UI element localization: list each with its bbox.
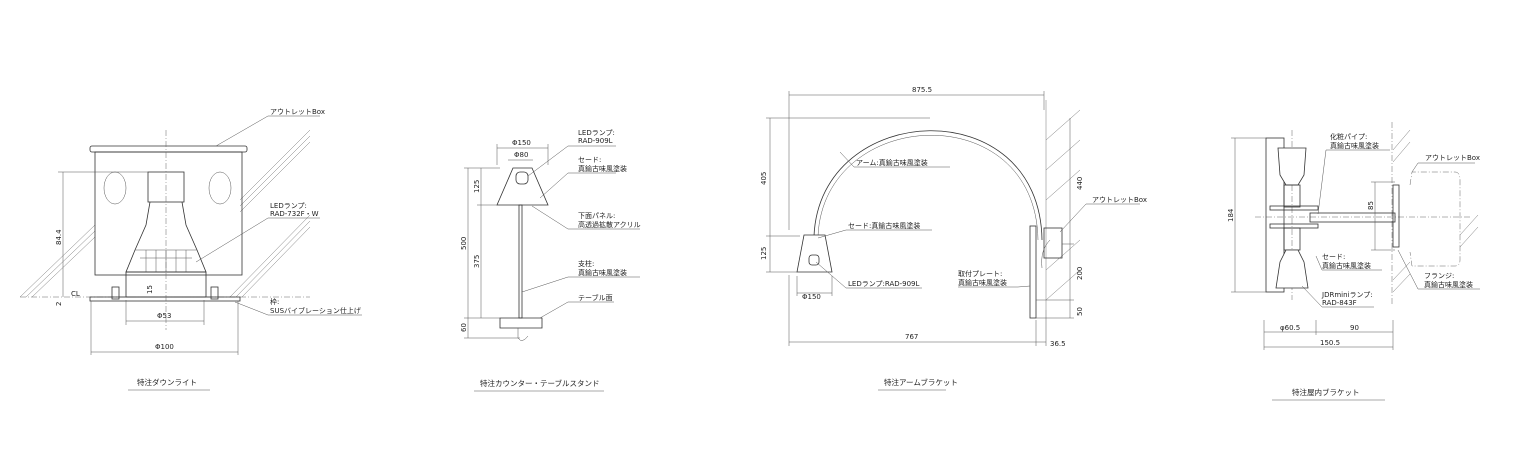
dim-184: 184 [1227,208,1235,222]
pole-finish: 真鍮古味風塗装 [578,268,627,277]
pipe-label: 化粧パイプ: [1330,132,1367,141]
dim-36-5: 36.5 [1050,340,1066,348]
dim-height: 84.4 [55,229,63,245]
dim-200: 200 [1076,267,1084,280]
shade-label: セード:真鍮古味風塗装 [848,221,920,230]
outlet-box-label: アウトレットBox [1092,196,1147,204]
dim-125: 125 [760,247,768,260]
dim-width: 875.5 [912,86,932,94]
table-stand-title: 特注カウンター・テーブルスタンド [480,378,600,388]
pole-label: 支柱: [578,259,594,268]
dim-85: 85 [1367,201,1375,210]
lamp-label: LEDランプ:RAD-909L [848,280,920,288]
dim-15: 15 [146,285,154,294]
dim-125: 125 [473,180,481,193]
dim-60: 60 [460,323,468,332]
downlight-drawing: 84.4 2 CL 15 Φ53 Φ100 アウトレットBox LEDランプ: … [19,108,362,391]
frame-finish: SUSバイブレーション仕上げ [270,306,361,315]
dim-d60-5: φ60.5 [1280,324,1300,332]
table-stand-drawing: 125 500 375 60 Φ150 Φ80 LEDランプ: RAD-909L… [460,129,641,392]
outlet-box-label: アウトレットBox [1425,154,1480,162]
dim-767: 767 [905,333,918,341]
dim-50: 50 [1076,307,1084,316]
panel-material: 高透過拡散アクリル [578,220,641,229]
arm-label: アーム:真鍮古味風塗装 [856,158,928,167]
arm-bracket-drawing: 875.5 405 125 440 200 50 Φ150 767 36.5 ア… [760,86,1147,391]
plate-finish: 真鍮古味風塗装 [958,278,1007,287]
lamp-model: RAD-843F [1322,299,1357,307]
dim-500: 500 [460,237,468,250]
plate-label: 取付プレート: [958,269,1002,278]
arm-bracket-title: 特注アームブラケット [884,377,958,387]
indoor-bracket-title: 特注屋内ブラケット [1292,387,1360,397]
wall-hatching [1045,100,1081,310]
dim-d150: Φ150 [512,139,531,147]
arm-shade [796,234,833,273]
panel-label: 下面パネル: [578,212,615,220]
dim-2: 2 [55,302,63,306]
dim-d150: Φ150 [802,293,821,301]
lamp-label: JDRminiランプ: [1321,291,1373,299]
pipe-finish: 真鍮古味風塗装 [1330,141,1379,150]
decorative-pipe [1309,212,1396,223]
shade-label: セード: [578,156,601,164]
stand-shade [496,167,549,206]
dim-150-5: 150.5 [1320,339,1340,347]
dim-375: 375 [473,255,481,268]
shade-finish: 真鍮古味風塗装 [1322,261,1371,270]
arm [813,130,1043,241]
flange-finish: 真鍮古味風塗装 [1424,280,1473,289]
flange-label: フランジ: [1424,272,1454,280]
dim-90: 90 [1350,324,1359,332]
lamp-model: RAD-732F・W [270,210,319,218]
shade-label: セード: [1322,253,1345,261]
frame-label: 枠: [270,297,279,306]
table-surface-label: テーブル面 [578,293,613,302]
dim-405: 405 [760,172,768,185]
outlet-box-label: アウトレットBox [270,108,325,116]
downlight-title: 特注ダウンライト [137,377,197,387]
dim-d80: Φ80 [514,151,528,159]
dim-440: 440 [1076,177,1084,190]
dim-d100: Φ100 [155,343,174,351]
shade-finish: 真鍮古味風塗装 [578,164,627,173]
indoor-bracket-drawing: 184 85 φ60.5 90 150.5 化粧パイプ: 真鍮古味風塗装 アウト… [1227,122,1480,401]
lamp-model: RAD-909L [578,137,613,145]
lamp-label: LEDランプ: [578,129,615,137]
dim-d53: Φ53 [157,312,171,320]
lamp-label: LEDランプ: [270,202,307,210]
cl-label: CL [71,290,80,298]
ceiling-hatching [19,129,311,298]
